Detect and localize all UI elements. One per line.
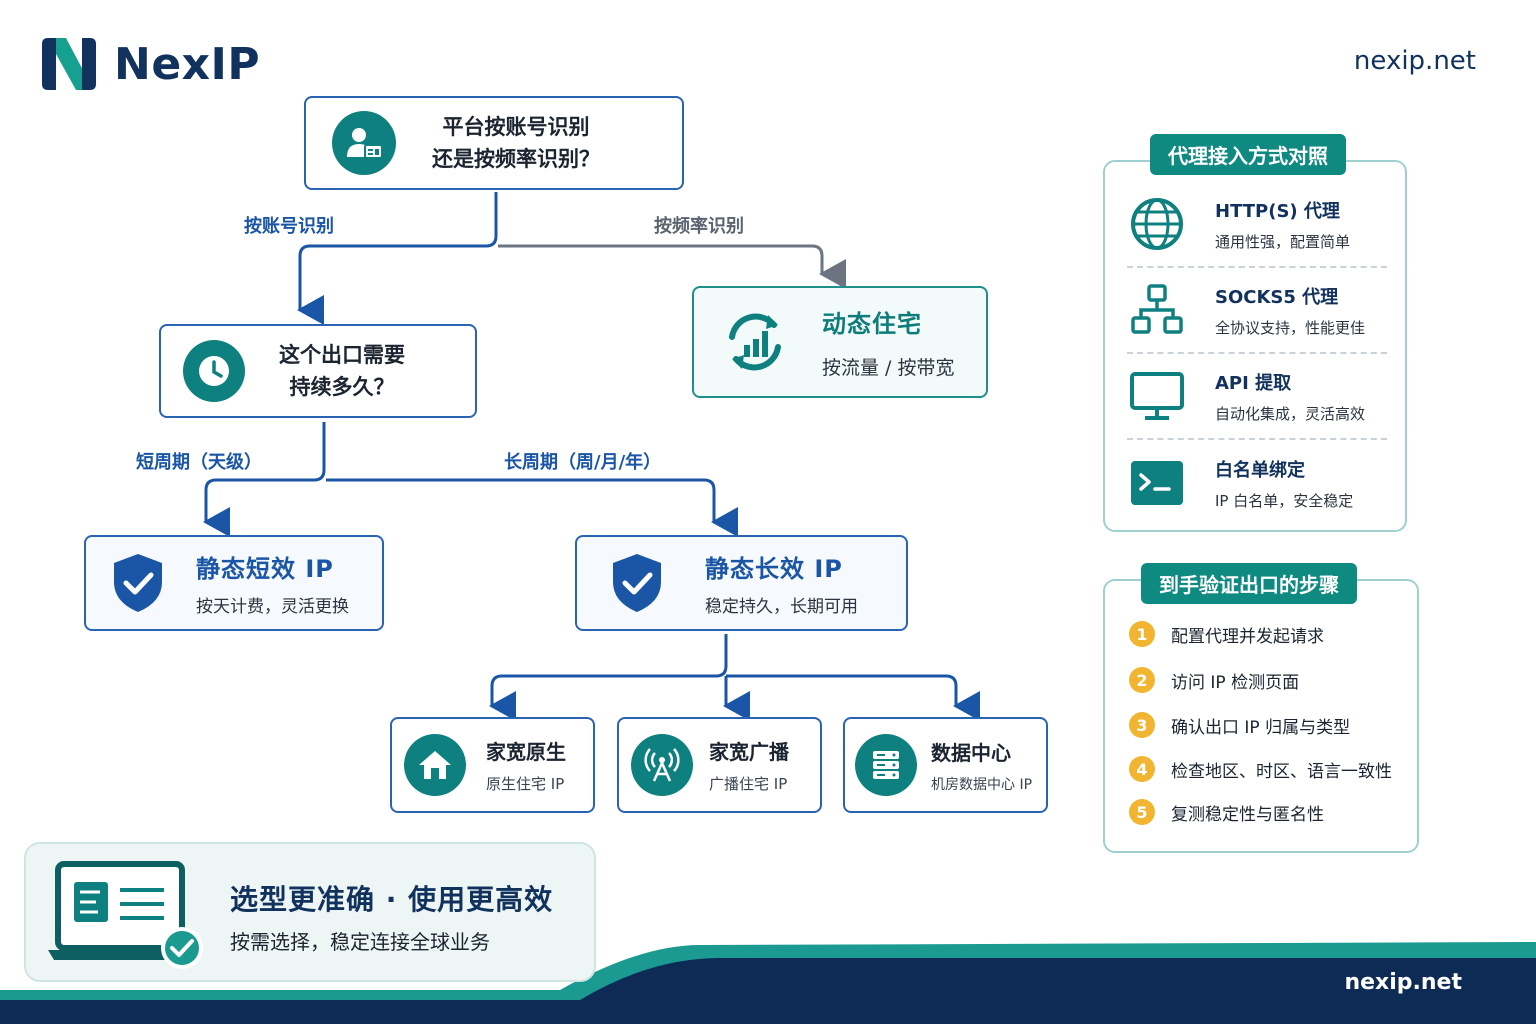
step-number: 1 (1129, 621, 1155, 647)
brand-name: NexIP (114, 38, 261, 90)
step-text: 复测稳定性与匿名性 (1171, 804, 1324, 825)
method-api[interactable]: API 提取 自动化集成，灵活高效 (1127, 354, 1387, 440)
method-whitelist[interactable]: 白名单绑定 IP 白名单，安全稳定 (1127, 440, 1387, 526)
method-title: 白名单绑定 (1215, 459, 1305, 481)
method-title: SOCKS5 代理 (1215, 286, 1339, 308)
site-url-bottom[interactable]: nexip.net (1344, 970, 1462, 995)
house-icon (404, 734, 466, 796)
site-url-top[interactable]: nexip.net (1353, 46, 1476, 76)
banner-subtitle: 按需选择，稳定连接全球业务 (230, 930, 490, 954)
edge-label-by-account: 按账号识别 (244, 216, 334, 237)
leaf-sub: 广播住宅 IP (709, 775, 788, 793)
method-title: HTTP(S) 代理 (1215, 200, 1340, 222)
terminal-icon (1127, 453, 1187, 513)
leaf-datacenter[interactable]: 数据中心 机房数据中心 IP (843, 717, 1048, 813)
step-text: 检查地区、时区、语言一致性 (1171, 761, 1392, 782)
method-sub: 自动化集成，灵活高效 (1215, 404, 1366, 423)
leaf-home-broadband[interactable]: 家宽原生 原生住宅 IP (390, 717, 595, 813)
bottom-banner: 选型更准确 · 使用更高效 按需选择，稳定连接全球业务 (24, 842, 596, 982)
access-methods-tag: 代理接入方式对照 (1150, 134, 1346, 175)
leaf-sub: 机房数据中心 IP (931, 776, 1033, 793)
step-number: 4 (1129, 756, 1155, 782)
method-http[interactable]: HTTP(S) 代理 通用性强，配置简单 (1127, 182, 1387, 268)
leaf-title: 家宽原生 (486, 740, 566, 764)
duration-question-line2: 持续多久？ (289, 375, 395, 399)
step-item: 4 检查地区、时区、语言一致性 (1129, 756, 1392, 782)
verify-steps-panel: 1 配置代理并发起请求 2 访问 IP 检测页面 3 确认出口 IP 归属与类型… (1103, 579, 1419, 853)
duration-question-line1: 这个出口需要 (279, 343, 405, 367)
step-item: 1 配置代理并发起请求 (1129, 621, 1324, 647)
static-short-title: 静态短效 IP (196, 555, 334, 583)
step-item: 2 访问 IP 检测页面 (1129, 667, 1299, 693)
leaf-broadcast-broadband[interactable]: 家宽广播 广播住宅 IP (617, 717, 822, 813)
clock-icon (183, 340, 245, 402)
root-question-text: 平台按账号识别 还是按频率识别？ (432, 111, 600, 175)
verify-steps-tag: 到手验证出口的步骤 (1141, 563, 1357, 604)
method-sub: 通用性强，配置简单 (1215, 232, 1351, 251)
server-icon (855, 734, 917, 796)
step-item: 5 复测稳定性与匿名性 (1129, 799, 1324, 825)
duration-question-text: 这个出口需要 持续多久？ (279, 339, 405, 403)
step-number: 2 (1129, 667, 1155, 693)
static-long-sub: 稳定持久，长期可用 (705, 597, 858, 617)
dynamic-residential-title: 动态住宅 (822, 310, 922, 338)
step-text: 确认出口 IP 归属与类型 (1171, 717, 1351, 738)
method-socks5[interactable]: SOCKS5 代理 全协议支持，性能更佳 (1127, 268, 1387, 354)
static-short-box[interactable]: 静态短效 IP 按天计费，灵活更换 (84, 535, 384, 631)
shield-check-icon (613, 554, 661, 612)
laptop-check-icon (48, 861, 203, 969)
root-question-box: 平台按账号识别 还是按频率识别？ (304, 96, 684, 190)
method-title: API 提取 (1215, 372, 1292, 394)
refresh-chart-icon (729, 313, 781, 371)
step-text: 配置代理并发起请求 (1171, 626, 1324, 647)
banner-title: 选型更准确 · 使用更高效 (230, 883, 554, 916)
duration-question-box: 这个出口需要 持续多久？ (159, 324, 477, 418)
step-number: 5 (1129, 799, 1155, 825)
root-question-line1: 平台按账号识别 (442, 115, 590, 139)
access-methods-panel: HTTP(S) 代理 通用性强，配置简单 SOCKS5 代理 全协议支持，性能更… (1103, 160, 1407, 532)
leaf-title: 家宽广播 (709, 740, 789, 764)
method-sub: 全协议支持，性能更佳 (1215, 318, 1366, 337)
nexip-logo-icon (42, 38, 96, 90)
edge-label-long: 长周期（周/月/年） (504, 452, 662, 473)
user-id-icon (332, 111, 396, 175)
dynamic-residential-sub: 按流量 / 按带宽 (822, 357, 955, 379)
edge-label-by-frequency: 按频率识别 (654, 216, 744, 237)
network-icon (1127, 280, 1187, 340)
monitor-icon (1127, 366, 1187, 426)
method-sub: IP 白名单，安全稳定 (1215, 491, 1354, 510)
shield-check-icon (114, 554, 162, 612)
edge-label-short: 短周期（天级） (136, 452, 262, 473)
leaf-title: 数据中心 (931, 740, 1011, 765)
dynamic-residential-box[interactable]: 动态住宅 按流量 / 按带宽 (692, 286, 988, 398)
static-long-title: 静态长效 IP (705, 555, 843, 583)
globe-icon (1127, 194, 1187, 254)
antenna-icon (631, 734, 693, 796)
static-long-box[interactable]: 静态长效 IP 稳定持久，长期可用 (575, 535, 908, 631)
leaf-sub: 原生住宅 IP (486, 775, 565, 793)
brand-logo[interactable]: NexIP (38, 36, 260, 92)
root-question-line2: 还是按频率识别？ (432, 147, 600, 171)
step-text: 访问 IP 检测页面 (1171, 672, 1300, 693)
static-short-sub: 按天计费，灵活更换 (196, 597, 349, 617)
step-item: 3 确认出口 IP 归属与类型 (1129, 712, 1350, 738)
step-number: 3 (1129, 712, 1155, 738)
